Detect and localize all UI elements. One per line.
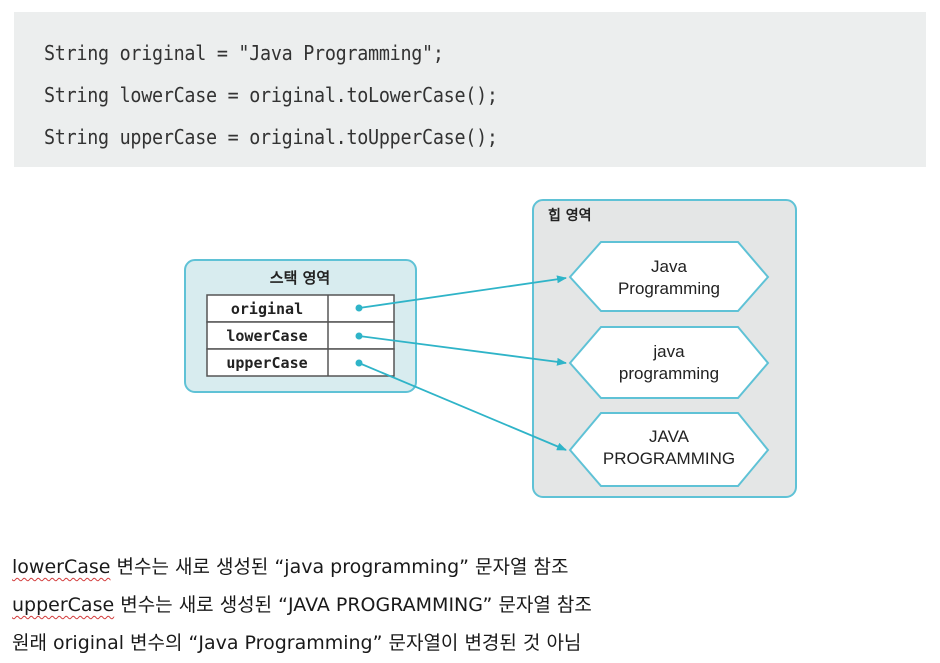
heap-object-text-line1: JAVA [649, 427, 690, 446]
note-original: 원래 original 변수의 “Java Programming” 문자열이 … [12, 632, 582, 654]
explanation-notes: lowerCase 변수는 새로 생성된 “java programming” … [12, 548, 592, 662]
stack-row-lowercase [206, 321, 395, 350]
reference-arrow-lowercase [358, 335, 567, 366]
note-text-uppercase: 변수는 새로 생성된 “JAVA PROGRAMMING” 문자열 참조 [114, 594, 592, 616]
heap-object-original: Java Programming [568, 241, 770, 312]
heap-object-uppercase: JAVA PROGRAMMING [568, 412, 770, 487]
note-keyword-uppercase: upperCase [12, 594, 115, 616]
stack-title: 스택 영역 [270, 269, 330, 287]
stack-row-uppercase [206, 348, 395, 377]
stack-var-lowercase: lowerCase [226, 327, 307, 345]
heap-object-text-line2: programming [619, 364, 719, 383]
note-text-lowercase: 변수는 새로 생성된 “java programming” 문자열 참조 [110, 556, 569, 578]
heap-object-shape [568, 412, 770, 487]
heap-object-lowercase: java programming [568, 326, 770, 399]
code-block: String original = "Java Programming"; St… [14, 12, 926, 167]
memory-diagram: 힙 영역 Java Programming java programming J… [184, 199, 797, 498]
heap-object-text-line1: java [652, 342, 685, 361]
stack-var-uppercase: upperCase [226, 354, 307, 372]
heap-object-shape [568, 326, 770, 399]
heap-object-text-line1: Java [651, 257, 687, 276]
stack-table: original lowerCase upperCase [206, 294, 395, 377]
stack-var-original: original [231, 300, 303, 318]
reference-arrows [355, 275, 567, 451]
heap-object-shape [568, 241, 770, 312]
code-line-lowercase: String lowerCase = original.toLowerCase(… [44, 83, 498, 107]
note-keyword-lowercase: lowerCase [12, 556, 111, 578]
reference-arrow-uppercase [358, 362, 567, 451]
note-uppercase: upperCase 변수는 새로 생성된 “JAVA PROGRAMMING” … [12, 586, 592, 624]
heap-title: 힙 영역 [548, 207, 592, 224]
note-lowercase: lowerCase 변수는 새로 생성된 “java programming” … [12, 548, 592, 586]
reference-arrow-original [358, 275, 567, 309]
heap-object-text-line2: PROGRAMMING [603, 449, 735, 468]
code-line-uppercase: String upperCase = original.toUpperCase(… [44, 125, 498, 149]
heap-object-text-line2: Programming [618, 279, 720, 298]
code-line-original: String original = "Java Programming"; [44, 41, 444, 65]
